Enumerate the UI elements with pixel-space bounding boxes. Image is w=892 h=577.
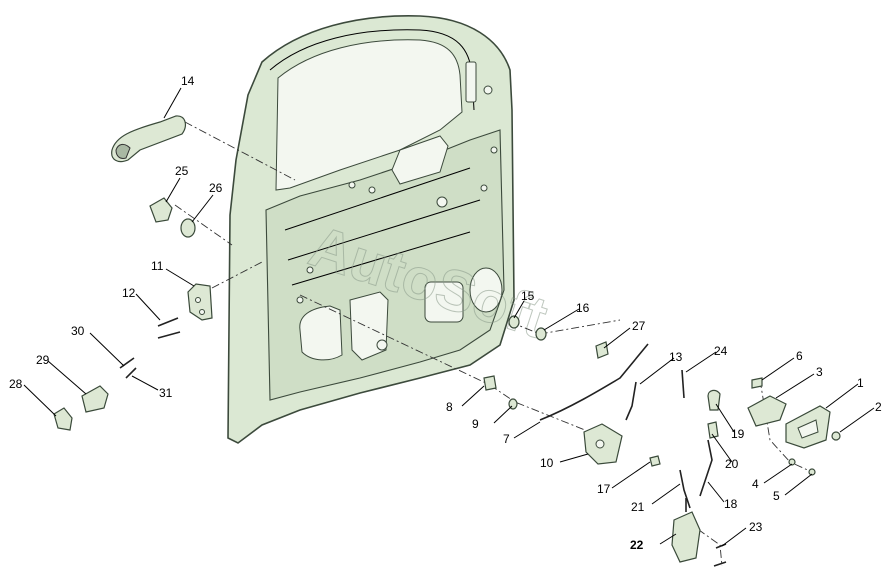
part-23-screws[interactable] [713,543,727,567]
part-13-link-rod[interactable] [625,381,637,421]
callout-14: 14 [181,74,195,88]
callout-20: 20 [725,457,739,471]
callout-28: 28 [9,377,23,391]
part-6-clip[interactable] [751,377,763,389]
part-31-bolt[interactable] [125,367,137,379]
part-8-clip[interactable] [483,375,497,391]
callout-23: 23 [749,520,763,534]
callout-29: 29 [36,353,50,367]
callout-25: 25 [175,164,189,178]
part-4-fastener[interactable] [788,458,796,466]
part-20-bracket[interactable] [707,421,719,439]
part-7-rod[interactable] [539,343,649,421]
callout-26: 26 [209,181,223,195]
part-10-lock[interactable] [583,423,623,465]
callout-12: 12 [122,286,136,300]
callout-31: 31 [159,386,173,400]
door-panel [227,15,515,444]
callout-22: 22 [630,538,644,552]
callout-17: 17 [597,482,611,496]
part-14-grab-handle[interactable] [111,115,186,163]
callout-2: 2 [875,400,882,414]
part-18-rod[interactable] [699,439,713,497]
callouts: 14 25 26 11 12 30 29 28 31 15 16 27 13 2… [9,74,882,552]
leader-lines [23,87,875,547]
part-2-screw[interactable] [831,431,841,441]
part-17-clip[interactable] [649,455,661,467]
part-11-bracket[interactable] [187,283,213,321]
part-25-plug[interactable] [149,197,173,223]
callout-13: 13 [669,350,683,364]
callout-1: 1 [857,376,864,390]
callout-8: 8 [446,400,453,414]
part-16-grommet[interactable] [535,327,547,341]
callout-27: 27 [632,319,646,333]
part-28-hinge-plate[interactable] [53,407,73,431]
part-30-pin[interactable] [119,357,135,369]
callout-5: 5 [773,489,780,503]
part-21-rod[interactable] [679,469,691,509]
callout-15: 15 [521,289,535,303]
callout-16: 16 [576,301,590,315]
callout-19: 19 [731,427,745,441]
part-3-bezel[interactable] [747,395,787,427]
part-15-grommet[interactable] [508,315,520,329]
part-24-rod[interactable] [681,369,685,399]
assembly-lines [174,121,813,567]
callout-6: 6 [796,349,803,363]
callout-24: 24 [714,344,728,358]
part-12-screws[interactable] [157,317,181,339]
part-29-hinge[interactable] [81,385,109,413]
part-5-fastener[interactable] [808,468,816,476]
callout-18: 18 [724,497,738,511]
callout-7: 7 [503,432,510,446]
callout-10: 10 [540,456,554,470]
callout-21: 21 [631,500,645,514]
callout-3: 3 [816,365,823,379]
part-26-ring[interactable] [180,218,196,238]
part-1-inner-handle[interactable] [785,405,831,449]
part-27-clip[interactable] [595,341,609,359]
callout-30: 30 [71,324,85,338]
callout-11: 11 [151,259,164,273]
part-22-actuator[interactable] [671,498,701,563]
callout-4: 4 [752,477,759,491]
callout-9: 9 [472,417,479,431]
